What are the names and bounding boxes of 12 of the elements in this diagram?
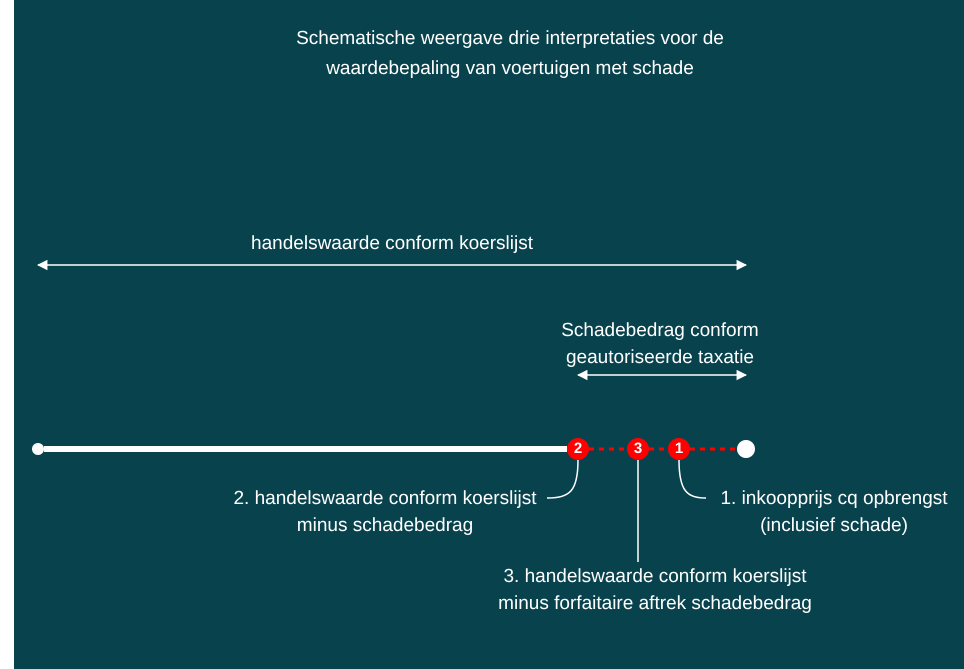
leader-line	[678, 460, 706, 499]
leader-line	[637, 460, 639, 562]
diagram-title: Schematische weergave drie interpretaties voor de waardebepaling van voertuigen met schade	[295, 27, 725, 81]
dotted-line	[690, 448, 737, 450]
dimension-label: Schadebedrag conform geautoriseerde taxatie	[560, 319, 760, 370]
dotted-line	[589, 448, 627, 450]
annotation-text: 2. handelswaarde conform koerslijst minus schadebedrag	[225, 485, 545, 539]
value-line	[44, 446, 567, 452]
leader-line	[546, 460, 579, 499]
annotation-text: 1. inkoopprijs cq opbrengst (inclusief schade)	[708, 485, 960, 539]
annotation-text: 3. handelswaarde conform koerslijst minus forfaitaire aftrek schadebedrag	[480, 563, 830, 617]
dimension-label: handelswaarde conform koerslijst	[250, 232, 534, 256]
